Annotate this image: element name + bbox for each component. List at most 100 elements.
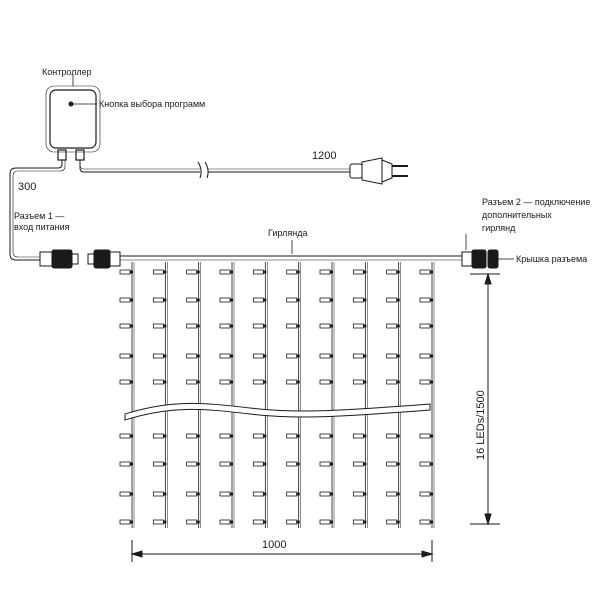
led-bulb [119,323,131,329]
led-bulb [219,379,231,385]
led-bulb [152,433,164,439]
led-bulb [252,491,264,497]
led-bulb [186,353,198,359]
led-socket [130,380,133,384]
led-socket [430,324,433,328]
led-socket [230,492,233,496]
led-bulb [152,269,164,275]
led-socket [163,462,167,466]
lead-length-label: 300 [18,181,36,193]
led-bulb [152,461,164,467]
led-bulb [219,323,231,329]
led-socket [196,434,200,438]
led-socket [230,462,233,466]
led-bulb [386,491,398,497]
led-bulb [152,519,164,525]
led-socket [263,298,267,302]
led-socket [330,298,333,302]
led-bulb [386,519,398,525]
led-socket [130,492,133,496]
led-socket [430,380,433,384]
connector1 [39,249,121,269]
led-bulb [252,323,264,329]
led-socket [263,380,267,384]
connector2-label-line3: гирлянд [482,223,516,233]
led-socket [396,270,400,274]
led-bulb [419,433,431,439]
led-socket [296,462,300,466]
cable-length-label: 1200 [312,150,336,162]
led-socket [296,298,300,302]
led-socket [430,492,433,496]
led-socket [296,380,300,384]
connector2 [461,249,499,269]
led-bulb [319,491,331,497]
led-socket [363,324,367,328]
led-socket [330,270,333,274]
led-socket [396,380,400,384]
led-bulb [152,323,164,329]
led-socket [230,520,233,524]
led-bulb [352,297,364,303]
led-bulb [219,433,231,439]
led-bulb [186,323,198,329]
led-bulb [352,269,364,275]
connector1-label-line1: Разъем 1 — [14,211,64,221]
led-socket [196,520,200,524]
led-bulb [386,269,398,275]
led-bulb [186,433,198,439]
led-socket [130,434,133,438]
led-socket [163,354,167,358]
led-bulb [386,379,398,385]
led-socket [330,354,333,358]
led-bulb [319,297,331,303]
led-socket [363,354,367,358]
connector2-label-line1: Разъем 2 — подключение [482,197,590,207]
led-bulb [252,519,264,525]
led-socket [263,492,267,496]
led-socket [363,298,367,302]
led-bulb [352,461,364,467]
led-socket [396,298,400,302]
led-bulb [186,297,198,303]
led-socket [263,520,267,524]
width-dimension [130,540,434,562]
led-bulb [219,353,231,359]
led-socket [263,462,267,466]
led-bulb [219,297,231,303]
led-socket [230,324,233,328]
plug-icon [349,157,408,185]
controller-label: Контроллер [42,67,92,77]
led-bulb [252,433,264,439]
led-bulb [119,379,131,385]
led-bulb [319,461,331,467]
led-socket [163,324,167,328]
led-bulb [319,519,331,525]
led-bulb [286,379,298,385]
led-bulb [286,461,298,467]
led-socket [430,434,433,438]
led-bulb [119,269,131,275]
led-socket [163,298,167,302]
led-bulb [286,297,298,303]
led-bulb [186,519,198,525]
led-socket [230,434,233,438]
led-socket [230,298,233,302]
power-cable [79,160,350,179]
led-bulb [419,269,431,275]
led-socket [130,354,133,358]
led-bulb [252,353,264,359]
connector1-label-line2: вход питания [14,222,70,232]
led-bulb [286,353,298,359]
controller-lead [9,160,66,261]
controller-box [45,85,101,161]
led-bulb [319,353,331,359]
led-socket [296,324,300,328]
led-bulb [352,379,364,385]
height-dimension [470,272,500,526]
led-bulb [286,519,298,525]
led-bulb [386,353,398,359]
led-bulb [386,323,398,329]
cap-label: Крышка разъема [516,254,587,264]
break-lines [124,402,431,421]
